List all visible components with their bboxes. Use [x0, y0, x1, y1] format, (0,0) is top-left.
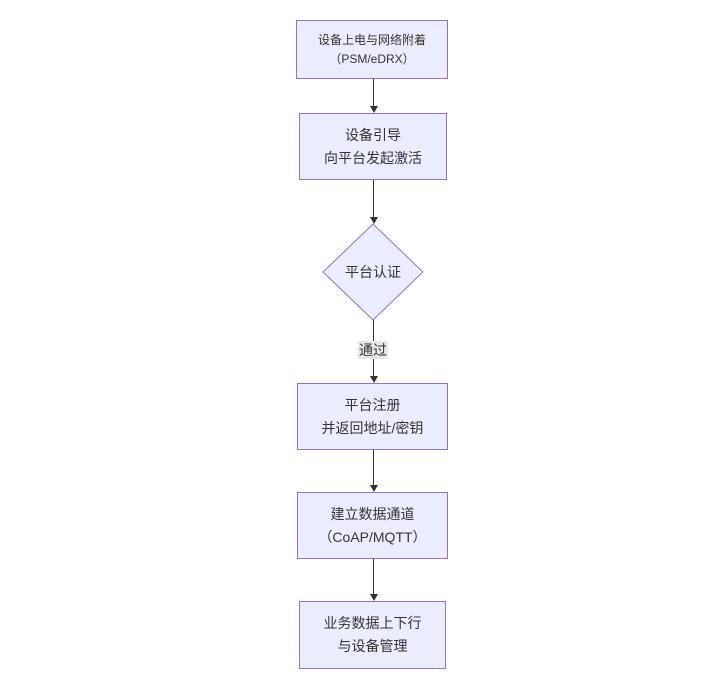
- node-label-line: 业务数据上下行: [323, 615, 422, 631]
- arrowhead-down-icon: [369, 217, 378, 224]
- edge-line: [373, 79, 374, 106]
- edge-register-to-channel: [369, 450, 378, 492]
- arrowhead-down-icon: [369, 106, 378, 113]
- node-register: 平台注册 并返回地址/密钥: [297, 383, 448, 450]
- node-label-line: 并返回地址/密钥: [321, 419, 424, 436]
- edge-label-pass: 通过: [358, 341, 388, 359]
- edge-line: [373, 450, 374, 485]
- edge-bootstrap-to-auth: [369, 180, 378, 224]
- node-label-line: 建立数据通道: [330, 505, 415, 522]
- node-label-line: 与设备管理: [337, 638, 408, 654]
- node-label-line: 平台认证: [345, 264, 401, 280]
- node-label-line: 设备引导: [345, 126, 401, 143]
- node-label-line: 向平台发起激活: [324, 149, 422, 166]
- node-auth-decision: 平台认证: [321, 222, 425, 322]
- node-business: 业务数据上下行 与设备管理: [299, 601, 446, 669]
- node-label-line: 平台注册: [344, 396, 401, 413]
- arrowhead-down-icon: [369, 485, 378, 492]
- node-label-line: 设备上电与网络附着: [317, 32, 426, 47]
- node-power-on: 设备上电与网络附着 （PSM/eDRX）: [296, 20, 448, 79]
- edge-line: [373, 180, 374, 217]
- node-data-channel: 建立数据通道 （CoAP/MQTT）: [297, 492, 448, 559]
- arrowhead-down-icon: [369, 376, 378, 383]
- edge-line: [373, 559, 374, 594]
- edge-channel-to-business: [369, 559, 378, 601]
- edge-power-on-to-bootstrap: [369, 79, 378, 113]
- node-label-line: （PSM/eDRX）: [329, 51, 415, 66]
- node-label-line: （CoAP/MQTT）: [318, 528, 427, 545]
- node-bootstrap: 设备引导 向平台发起激活: [299, 113, 447, 180]
- arrowhead-down-icon: [369, 594, 378, 601]
